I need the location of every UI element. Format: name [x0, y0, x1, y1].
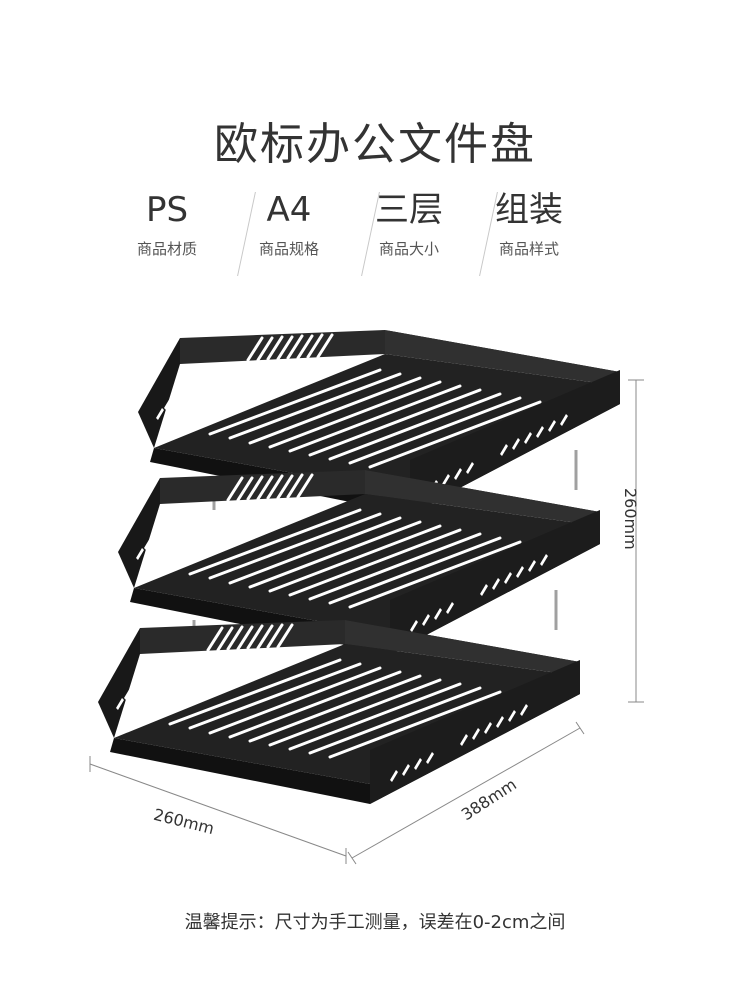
spec-style-value: 组装 [495, 190, 563, 230]
spec-style: 组装 商品样式 [474, 188, 584, 260]
dimension-lines [89, 379, 644, 865]
spec-material: PS 商品材质 [112, 188, 222, 260]
footer-note: 温馨提示：尺寸为手工测量，误差在0-2cm之间 [184, 912, 566, 933]
spec-size: 三层 商品大小 [354, 188, 464, 260]
spec-size-standard-value: A4 [266, 190, 312, 230]
spec-style-label: 商品样式 [498, 240, 559, 258]
spec-material-value: PS [145, 190, 189, 230]
spec-size-standard-label: 商品规格 [258, 240, 319, 258]
spec-size-standard: A4 商品规格 [234, 188, 344, 260]
tray-illustration [89, 330, 644, 865]
page-title: 欧标办公文件盘 [214, 119, 536, 170]
spec-row: PS 商品材质 A4 商品规格 三层 商品大小 组装 商品样式 [128, 188, 622, 280]
spec-size-label: 商品大小 [378, 240, 439, 258]
dimension-height-label: 260mm [621, 488, 640, 550]
spec-size-value: 三层 [375, 190, 443, 230]
spec-material-label: 商品材质 [136, 240, 197, 258]
